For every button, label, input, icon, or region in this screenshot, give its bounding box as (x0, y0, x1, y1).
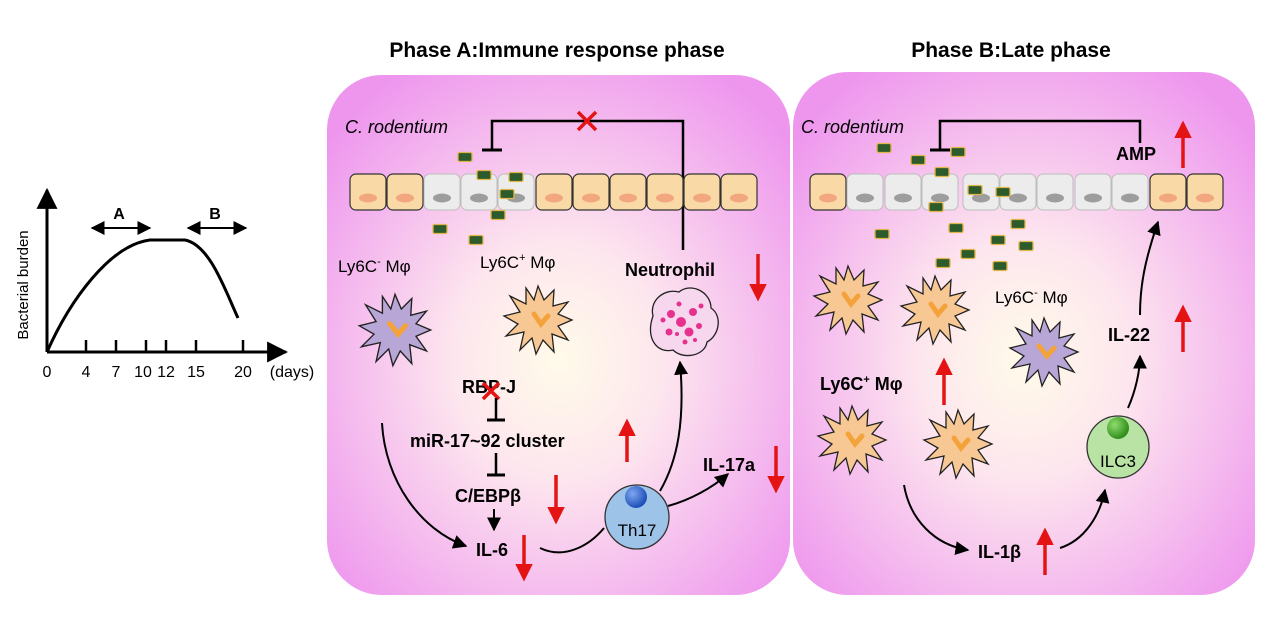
x-tick-label: 15 (187, 364, 205, 381)
ilc3-to-il22-arrow (1127, 354, 1147, 409)
phase-b-content: C. rodentium AMP (801, 117, 1224, 575)
phase-b-ly6c-neg-label: Ly6C- Mφ (995, 287, 1068, 307)
burden-curve (45, 238, 240, 353)
bacterial-burden-graph: Bacterial burden 0 4 7 10 12 15 20 (days… (15, 187, 314, 381)
x-tick-label: 10 (134, 364, 152, 381)
phase-a-ly6c-neg-label: Ly6C- Mφ (338, 256, 411, 276)
phase-b-title: Phase B:Late phase (911, 39, 1111, 62)
x-tick-label: 4 (82, 364, 91, 381)
phase-b-bacteria-label: C. rodentium (801, 117, 904, 137)
phase-a-ly6c-pos-label: Ly6C+ Mφ (480, 252, 555, 272)
mir-cluster-label: miR-17~92 cluster (410, 431, 565, 451)
il1b-to-ilc3-arrow (1059, 488, 1110, 549)
th17-to-neutrophil-arrow (659, 360, 689, 492)
il22-to-epithelium-arrow (1139, 220, 1161, 316)
phase-a-bacteria-label: C. rodentium (345, 117, 448, 137)
phase-a-content: C. rodentium (338, 110, 785, 582)
amp-label: AMP (1116, 144, 1156, 164)
ilc3-cell-icon (1086, 415, 1150, 479)
il17a-label: IL-17a (703, 455, 756, 475)
il6-to-th17-line (539, 527, 605, 554)
ly6c-neg-macrophage-icon (1009, 317, 1079, 387)
th17-cell-icon (604, 484, 670, 550)
phase-a-epithelium (349, 173, 758, 211)
il6-label: IL-6 (476, 540, 508, 560)
phase-b-ly6c-pos-label: Ly6C+ Mφ (820, 374, 903, 394)
th17-label: Th17 (618, 521, 657, 540)
rbpj-knockout-cross-icon (481, 381, 501, 401)
cebpb-label: C/EBPβ (455, 486, 521, 506)
neutrophil-icon (649, 287, 719, 357)
il1b-label: IL-1β (978, 542, 1021, 562)
il22-label: IL-22 (1108, 325, 1150, 345)
x-tick-label: 12 (157, 364, 175, 381)
th17-to-il17a-arrow (667, 473, 730, 507)
ilc3-label: ILC3 (1100, 452, 1136, 471)
blocked-cross-icon (576, 110, 598, 132)
ly6c-neg-macrophage-icon (358, 293, 432, 367)
neutrophil-label: Neutrophil (625, 260, 715, 280)
amp-inhibition-line (938, 119, 1142, 150)
x-tick-label: 20 (234, 364, 252, 381)
phase-b-epithelium (809, 173, 1224, 211)
x-tick-label: 7 (112, 364, 121, 381)
y-axis-label: Bacterial burden (15, 230, 32, 339)
ly6c-neg-to-il6-arrow (381, 422, 468, 549)
phase-a-title: Phase A:Immune response phase (389, 39, 724, 62)
x-axis-unit: (days) (270, 364, 314, 381)
phase-b-marker: B (209, 206, 221, 223)
ly6c-pos-macrophage-icon (503, 285, 573, 355)
x-tick-label: 0 (43, 364, 52, 381)
phase-a-marker: A (113, 206, 125, 223)
ly6c-pos-macrophage-icon (813, 265, 993, 479)
macrophage-to-il1b-arrow (903, 484, 970, 556)
x-tick-marks (84, 340, 245, 352)
